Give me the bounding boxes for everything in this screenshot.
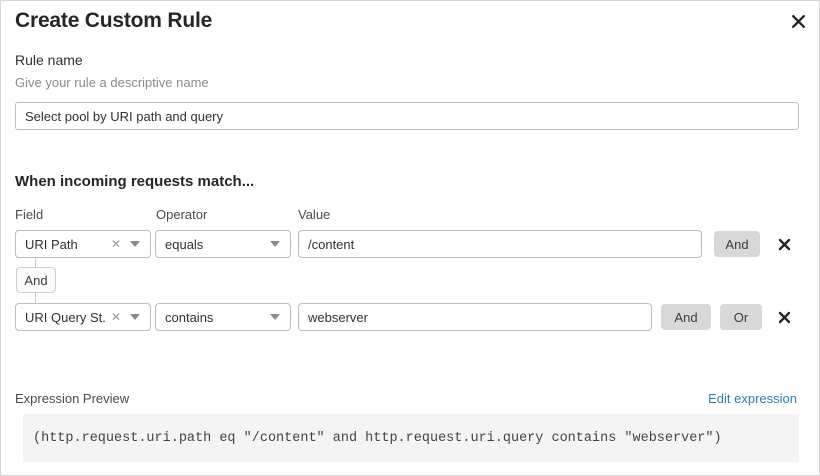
match-section-title: When incoming requests match... [15,173,255,190]
and-button-2[interactable]: And [661,304,711,330]
condition-row: URI Query St... ✕ contains And Or [1,303,819,331]
delete-x-icon[interactable] [772,232,796,256]
operator-select-2[interactable]: contains [155,303,291,331]
field-select-2[interactable]: URI Query St... ✕ [15,303,151,331]
column-header-value: Value [298,207,331,222]
operator-select-2-value: contains [165,309,214,325]
value-input-2[interactable] [298,303,652,331]
expression-preview-code: (http.request.uri.path eq "/content" and… [33,430,722,446]
field-select-1-value: URI Path [25,236,78,252]
rule-name-label: Rule name [15,52,83,68]
rule-name-input[interactable] [15,102,799,130]
operator-select-1[interactable]: equals [155,230,291,258]
clear-x-icon[interactable]: ✕ [110,310,121,324]
connector-and-chip[interactable]: And [16,267,56,293]
column-header-operator: Operator [156,207,208,222]
condition-row: URI Path ✕ equals And [1,230,819,258]
field-select-1[interactable]: URI Path ✕ [15,230,151,258]
clear-x-icon[interactable]: ✕ [110,237,121,251]
chevron-down-icon[interactable] [266,314,290,320]
close-icon[interactable] [785,8,811,34]
field-select-2-value: URI Query St... [25,309,106,325]
or-button-2[interactable]: Or [720,304,762,330]
value-input-1[interactable] [298,230,702,258]
expression-preview-label: Expression Preview [15,391,130,406]
chevron-down-icon[interactable] [266,241,290,247]
edit-expression-link[interactable]: Edit expression [708,391,797,406]
rule-name-help-text: Give your rule a descriptive name [15,75,209,90]
operator-select-1-value: equals [165,236,204,252]
and-button-1[interactable]: And [714,231,760,257]
column-header-field: Field [15,207,44,222]
expression-preview-box: (http.request.uri.path eq "/content" and… [23,414,799,462]
chevron-down-icon[interactable] [126,241,150,247]
delete-x-icon[interactable] [772,305,796,329]
page-title: Create Custom Rule [15,9,213,32]
chevron-down-icon[interactable] [126,314,150,320]
